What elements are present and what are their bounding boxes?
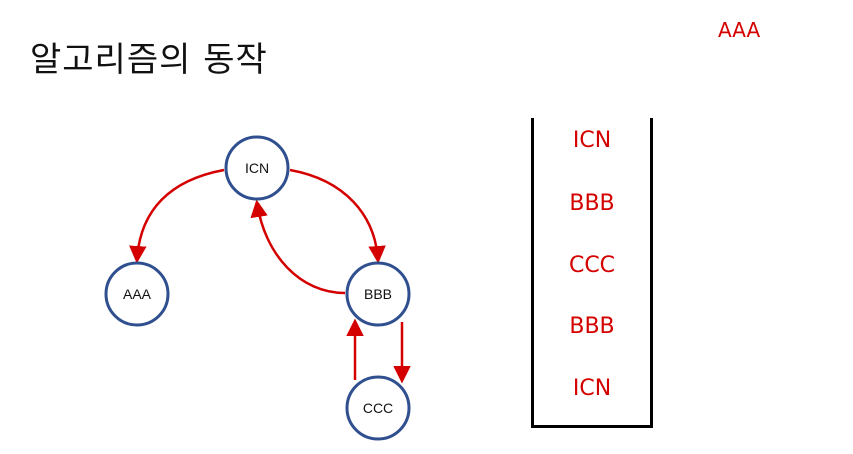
edge-bbb-to-icn — [250, 199, 346, 295]
node-bbb-label: BBB — [364, 286, 392, 302]
edge-icn-to-bbb — [289, 168, 386, 264]
node-aaa: AAA — [104, 261, 170, 327]
stack-item: ICN — [572, 128, 612, 153]
stack-item: BBB — [569, 191, 615, 216]
stack-item: BBB — [569, 314, 615, 339]
node-bbb: BBB — [345, 261, 411, 327]
node-ccc: CCC — [345, 375, 411, 441]
page-title: 알고리즘의 동작 — [30, 40, 268, 80]
node-icn-label: ICN — [245, 160, 269, 176]
node-ccc-label: CCC — [363, 400, 393, 416]
node-aaa-label: AAA — [123, 286, 152, 302]
edge-icn-to-aaa — [129, 168, 225, 264]
stack-item: CCC — [568, 253, 616, 278]
node-icn: ICN — [224, 135, 290, 201]
stack-container: ICN BBB CCC BBB ICN — [531, 118, 653, 428]
stack-item: ICN — [572, 376, 612, 401]
popped-node-label: AAA — [718, 18, 761, 42]
